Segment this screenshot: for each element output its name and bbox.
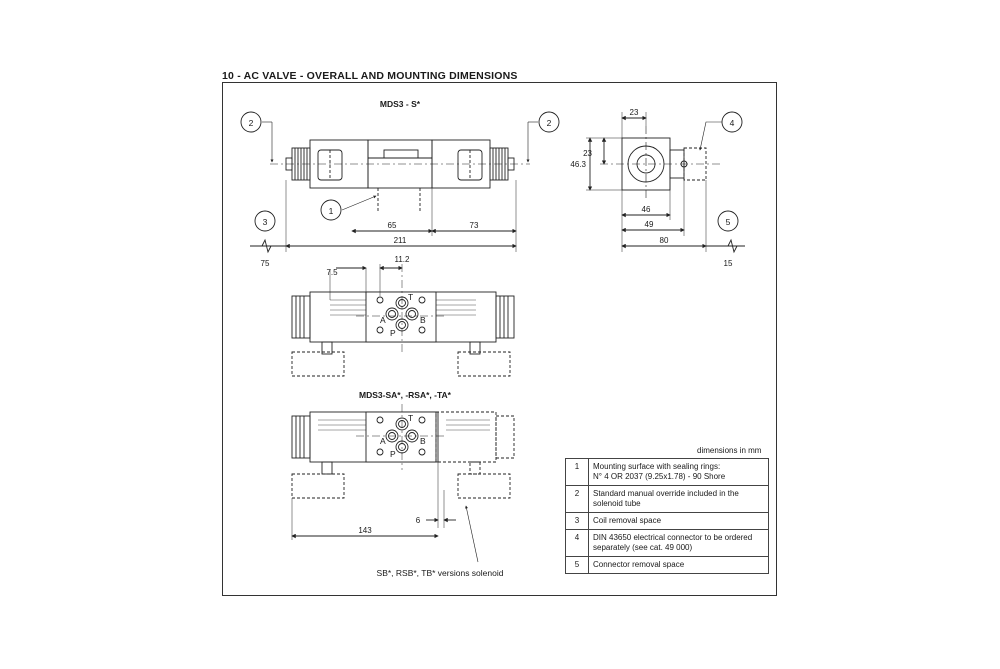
dim-211: 211 (394, 236, 407, 245)
callout-1: 1 (329, 206, 334, 216)
legend-text: Coil removal space (588, 512, 769, 530)
legend-row: 5 Connector removal space (565, 556, 769, 574)
port-p-bottom: P (390, 449, 396, 459)
dim-6: 6 (416, 516, 421, 525)
port-t-bottom: T (408, 413, 413, 423)
dim-7-5: 7.5 (326, 268, 338, 277)
dim-46-3: 46.3 (570, 160, 586, 169)
legend-text: Standard manual override included in the… (588, 485, 769, 513)
dim-143: 143 (358, 526, 372, 535)
port-a-bottom: A (380, 436, 386, 446)
legend-table: 1 Mounting surface with sealing rings: N… (565, 458, 769, 574)
page-title: 10 - AC VALVE - OVERALL AND MOUNTING DIM… (222, 70, 518, 82)
solenoid-note: SB*, RSB*, TB* versions solenoid (377, 568, 504, 578)
callout-5: 5 (726, 217, 731, 227)
port-p-top: P (390, 328, 396, 338)
mounting-view (291, 264, 515, 377)
end-view (586, 111, 745, 254)
port-a-top: A (380, 315, 386, 325)
legend-row: 1 Mounting surface with sealing rings: N… (565, 458, 769, 486)
dim-23-top: 23 (630, 108, 639, 117)
dim-49: 49 (645, 220, 654, 229)
dim-11-2: 11.2 (395, 255, 411, 264)
legend-num: 1 (565, 458, 589, 486)
port-b-top: B (420, 315, 426, 325)
drawing-frame (222, 82, 777, 596)
legend-row: 2 Standard manual override included in t… (565, 485, 769, 513)
legend-row: 4 DIN 43650 electrical connector to be o… (565, 529, 769, 557)
top-model-label: MDS3 - S* (380, 99, 421, 109)
dim-80: 80 (660, 236, 669, 245)
dim-46: 46 (642, 205, 651, 214)
legend-text: Mounting surface with sealing rings: N° … (588, 458, 769, 486)
legend-text: Connector removal space (588, 556, 769, 574)
legend-row: 3 Coil removal space (565, 512, 769, 530)
dim-75: 75 (261, 259, 270, 268)
top-side-view (240, 111, 560, 254)
dim-23-side: 23 (583, 149, 592, 158)
dimensions-note: dimensions in mm (697, 446, 762, 455)
callout-3: 3 (263, 217, 268, 227)
legend-text: DIN 43650 electrical connector to be ord… (588, 529, 769, 557)
callout-4: 4 (730, 118, 735, 128)
bottom-view (291, 404, 515, 563)
bottom-model-label: MDS3-SA*, -RSA*, -TA* (359, 390, 452, 400)
legend-num: 4 (565, 529, 589, 557)
dim-73: 73 (470, 221, 479, 230)
callout-2-left: 2 (249, 118, 254, 128)
legend-num: 3 (565, 512, 589, 530)
port-t-top: T (408, 292, 413, 302)
legend-num: 5 (565, 556, 589, 574)
legend-num: 2 (565, 485, 589, 513)
callout-2-right: 2 (547, 118, 552, 128)
dim-65: 65 (388, 221, 397, 230)
dim-15: 15 (724, 259, 733, 268)
port-b-bottom: B (420, 436, 426, 446)
